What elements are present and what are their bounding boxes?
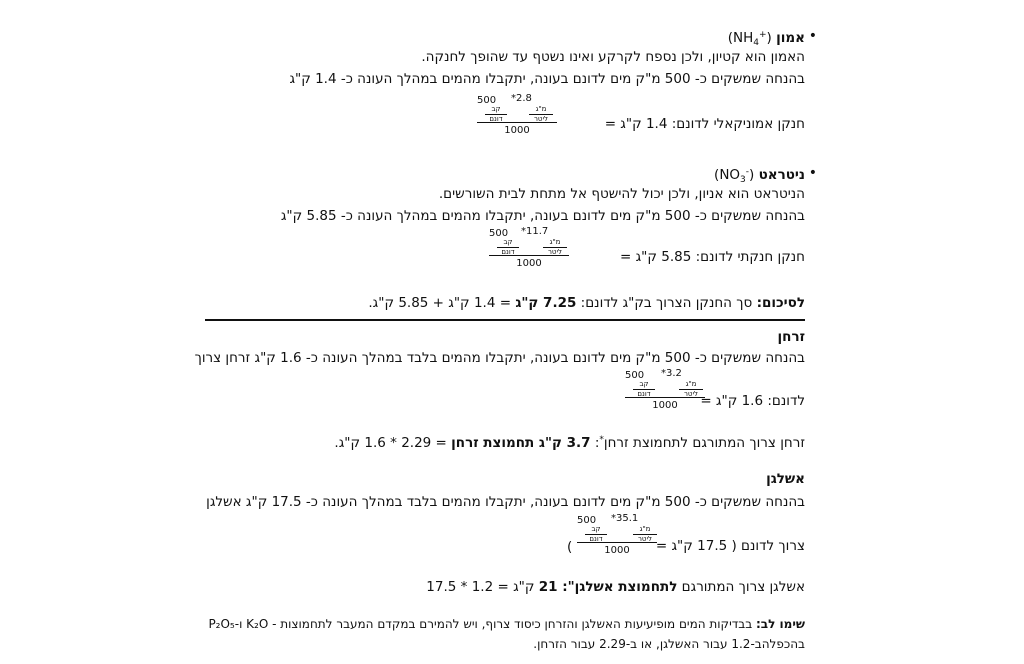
ammonium-title: אמון: [776, 30, 805, 46]
nitrate-result: חנקן חנקתי לדונם: 5.85 ק"ג =: [620, 249, 805, 265]
note-line1: שימו לב: בבדיקות המים מופיעיעות האשלגן ו…: [208, 617, 805, 631]
phosphorus-oxide-value: 3.7 ק"ג תחמוצת זרחן: [451, 435, 591, 451]
nitrate-line1: הניטראט הוא אניון, ולכן יכול להישטף אל מ…: [438, 186, 805, 202]
ammonium-formula: (NH4+): [727, 30, 772, 48]
note-line2: בהכפלהב-1.2 עבור האשלגן, או ב-2.29 עבור …: [533, 637, 805, 651]
ammonium-line1: האמון הוא קטיון, ולכן נספח לקרקע ואינו נ…: [421, 49, 805, 65]
phosphorus-line1: בהנחה שמשקים כ- 500 מ"ק מים לדונם בעונה,…: [194, 350, 805, 366]
phosphorus-title: זרחן: [777, 329, 805, 345]
ammonium-result: חנקן אמוניקאלי לדונם: 1.4 ק"ג =: [604, 116, 805, 132]
ammonium-heading: אמון (NH4+): [728, 26, 805, 52]
potassium-title: אשלגן: [766, 471, 805, 487]
bullet-icon: •: [808, 28, 817, 44]
nitrate-title: ניטראט: [758, 167, 805, 183]
nitrate-line2: בהנחה שמשקים כ- 500 מ"ק מים לדונם בעונה,…: [280, 208, 805, 224]
potassium-oxide-value: לתחמוצת אשלגן": 21: [538, 579, 678, 595]
ammonium-line2: בהנחה שמשקים כ- 500 מ"ק מים לדונם בעונה,…: [289, 71, 805, 87]
nitrate-formula: (NO3-): [714, 167, 755, 185]
summary-label: לסיכום:: [756, 295, 805, 311]
potassium-result: צרוך לדונם ( 17.5 ק"ג =: [655, 538, 805, 554]
section-divider: [205, 319, 805, 321]
summary-line: לסיכום: סך החנקן הצרוך בק"ג לדונם: 7.25 …: [368, 295, 805, 311]
document-page: • אמון (NH4+) האמון הוא קטיון, ולכן נספח…: [195, 0, 817, 664]
potassium-conversion: אשלגן צרוך המתורגם לתחמוצת אשלגן": 21 ק"…: [426, 579, 805, 595]
summary-total: 7.25 ק"ג: [515, 295, 577, 311]
phosphorus-result: לדונם: 1.6 ק"ג =: [700, 393, 805, 409]
potassium-close-paren: ): [567, 539, 573, 555]
nitrate-heading: ניטראט (NO3-): [714, 163, 805, 189]
potassium-line1: בהנחה שמשקים כ- 500 מ"ק מים לדונם בעונה,…: [206, 494, 805, 510]
bullet-icon: •: [808, 165, 817, 181]
phosphorus-conversion: זרחן צרוך המתורגם לתחמוצת זרחן*: 3.7 ק"ג…: [334, 435, 805, 451]
note-label: שימו לב:: [756, 617, 805, 631]
